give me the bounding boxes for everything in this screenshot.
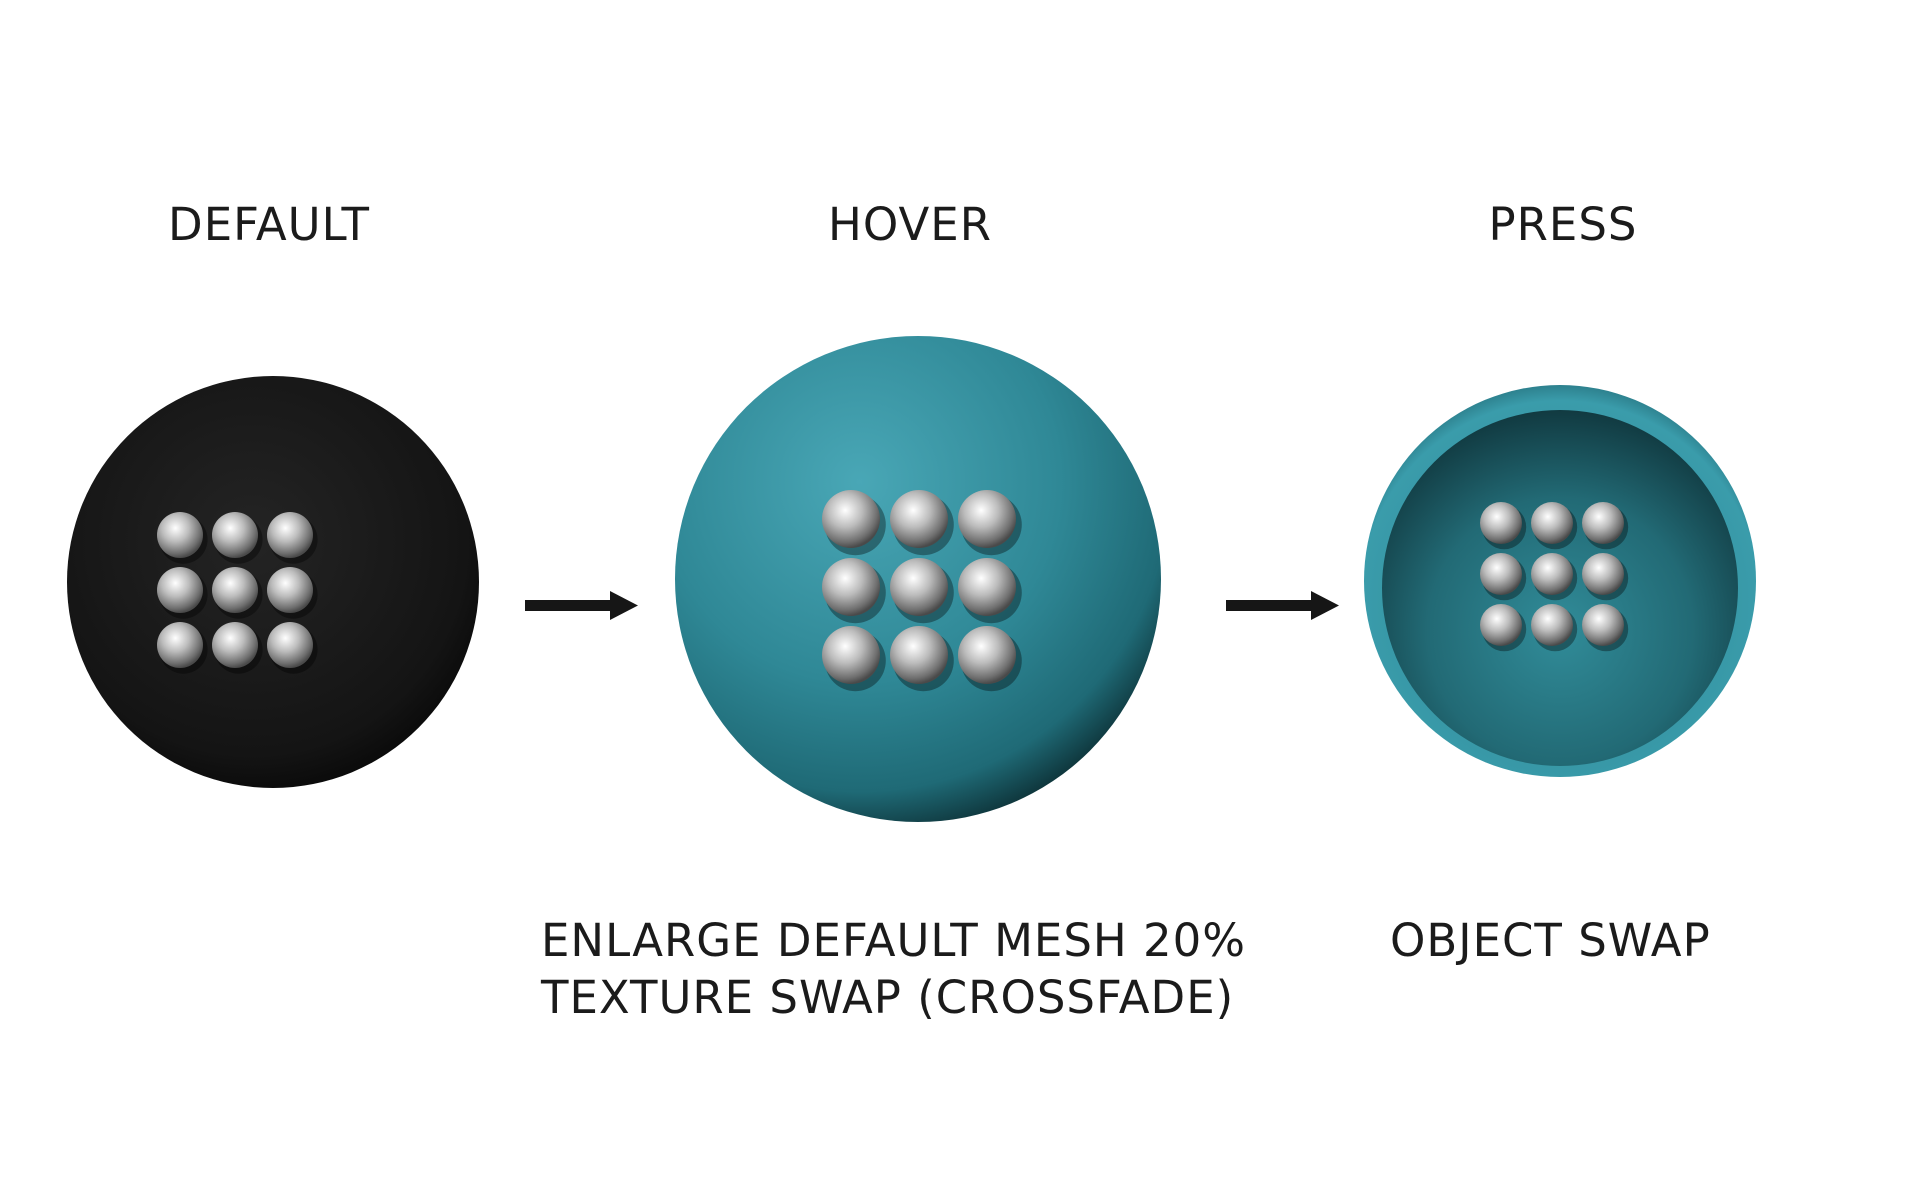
hover-button — [675, 336, 1161, 822]
dot-sphere — [157, 622, 203, 668]
dot-sphere — [958, 626, 1016, 684]
dot-sphere — [212, 622, 258, 668]
dot-sphere — [890, 490, 948, 548]
state-label-hover: HOVER — [828, 198, 992, 251]
dot-sphere — [1531, 502, 1573, 544]
dot-grid-icon — [1480, 502, 1629, 652]
dot-sphere — [267, 622, 313, 668]
hover-note-line-1: ENLARGE DEFAULT MESH 20% — [541, 914, 1247, 967]
dot-sphere — [1480, 553, 1522, 595]
dot-sphere — [157, 512, 203, 558]
press-button — [1364, 385, 1756, 777]
dot-sphere — [1582, 502, 1624, 544]
dot-sphere — [1582, 553, 1624, 595]
dot-sphere — [890, 626, 948, 684]
dot-sphere — [822, 626, 880, 684]
dot-sphere — [890, 558, 948, 616]
dot-sphere — [958, 558, 1016, 616]
default-button — [67, 376, 479, 788]
press-note: OBJECT SWAP — [1390, 912, 1711, 969]
dot-grid-icon — [157, 512, 318, 674]
dot-sphere — [822, 558, 880, 616]
dot-sphere — [267, 567, 313, 613]
right-arrow-icon — [525, 591, 638, 620]
state-label-default: DEFAULT — [168, 198, 370, 251]
dot-sphere — [1582, 604, 1624, 646]
dot-sphere — [1531, 604, 1573, 646]
right-arrow-icon — [1226, 591, 1339, 620]
dot-sphere — [1480, 604, 1522, 646]
dot-sphere — [1531, 553, 1573, 595]
dot-grid-icon — [822, 490, 1022, 692]
dot-sphere — [267, 512, 313, 558]
hover-note: ENLARGE DEFAULT MESH 20% TEXTURE SWAP (C… — [541, 912, 1246, 1026]
state-label-press: PRESS — [1488, 198, 1638, 251]
hover-note-line-2: TEXTURE SWAP (CROSSFADE) — [541, 971, 1235, 1024]
dot-sphere — [1480, 502, 1522, 544]
dot-sphere — [212, 567, 258, 613]
dot-sphere — [958, 490, 1016, 548]
dot-sphere — [822, 490, 880, 548]
dot-sphere — [157, 567, 203, 613]
press-note-line-1: OBJECT SWAP — [1390, 914, 1711, 967]
dot-sphere — [212, 512, 258, 558]
